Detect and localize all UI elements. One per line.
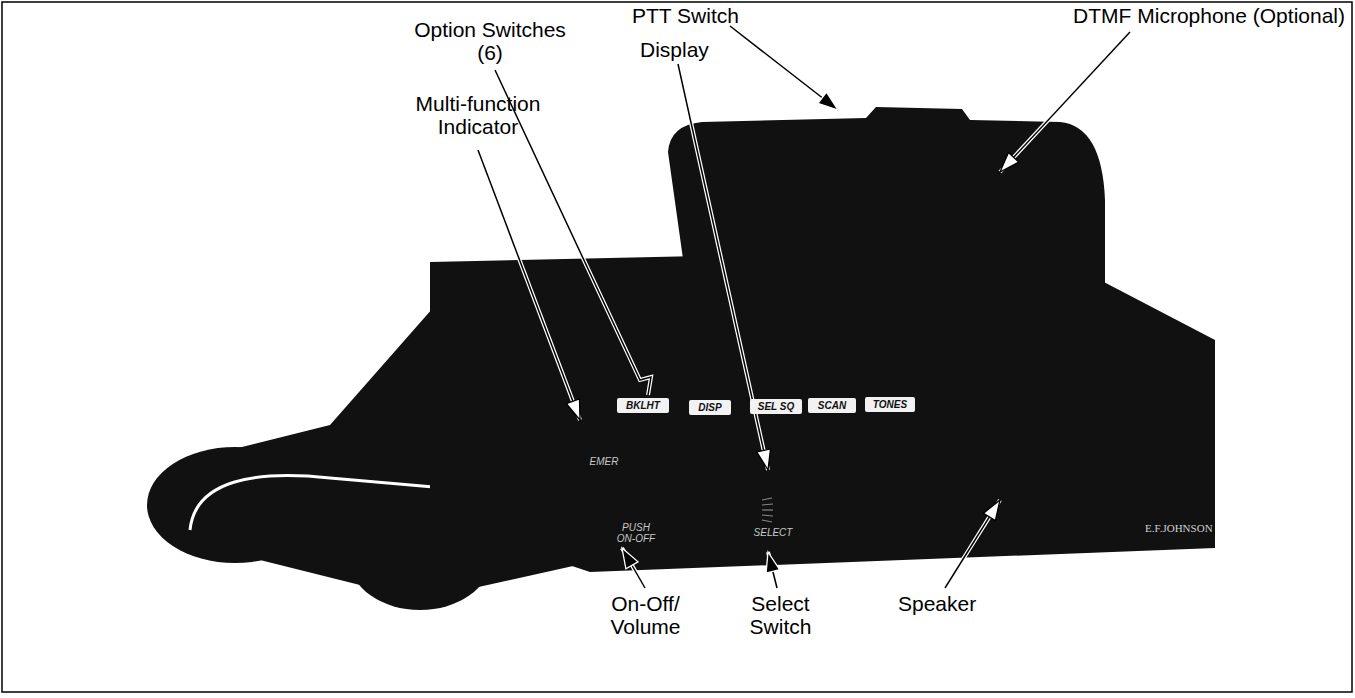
leader-line [622,548,645,588]
cord-highlight [190,476,445,530]
button-legend: TONES [865,397,915,412]
leader-stroke [622,548,645,588]
leader-halo [495,70,651,395]
leader-halo [1000,32,1130,172]
callout-label: Select Switch [733,592,828,638]
arrowhead [566,399,580,420]
leader-stroke [945,500,1000,588]
leader-stroke [478,150,580,420]
button-legend: SCAN [808,398,856,413]
callout-label: DTMF Microphone (Optional) [960,4,1345,27]
leader-stroke [495,70,651,395]
button-legend: DISP [689,400,731,415]
callout-label: Speaker [898,592,976,615]
leader-stroke [1000,32,1130,172]
arrowhead [766,552,780,573]
leader-stroke [730,26,838,110]
arrowhead [1000,153,1019,172]
leader-line [945,500,1000,588]
leader-line [730,26,838,110]
leader-halo [730,26,838,110]
leader-line [766,552,780,588]
arrowhead [818,92,838,110]
arrowhead [622,548,638,569]
leader-halo [622,548,645,588]
button-legend: BKLHT [617,398,669,413]
arrowhead [757,449,771,470]
leader-line [1000,32,1130,172]
callout-label: Display [640,38,709,61]
leader-line [495,70,651,395]
button-legend: SEL SQ [750,399,802,414]
arrowhead [983,500,1000,521]
panel-legend: PUSH ON-OFF [612,522,660,544]
callout-label: PTT Switch [632,4,739,27]
callout-label: Multi-function Indicator [398,92,558,138]
panel-legend: SELECT [750,527,796,538]
leader-halo [478,150,580,420]
volume-knob [762,498,773,522]
leader-halo [945,500,1000,588]
brand-name: E.F.JOHNSON [1145,522,1213,534]
callout-label: On-Off/ Volume [598,592,693,638]
callout-label: Option Switches (6) [405,18,575,64]
leader-line [478,150,580,420]
panel-legend: EMER [584,456,624,467]
